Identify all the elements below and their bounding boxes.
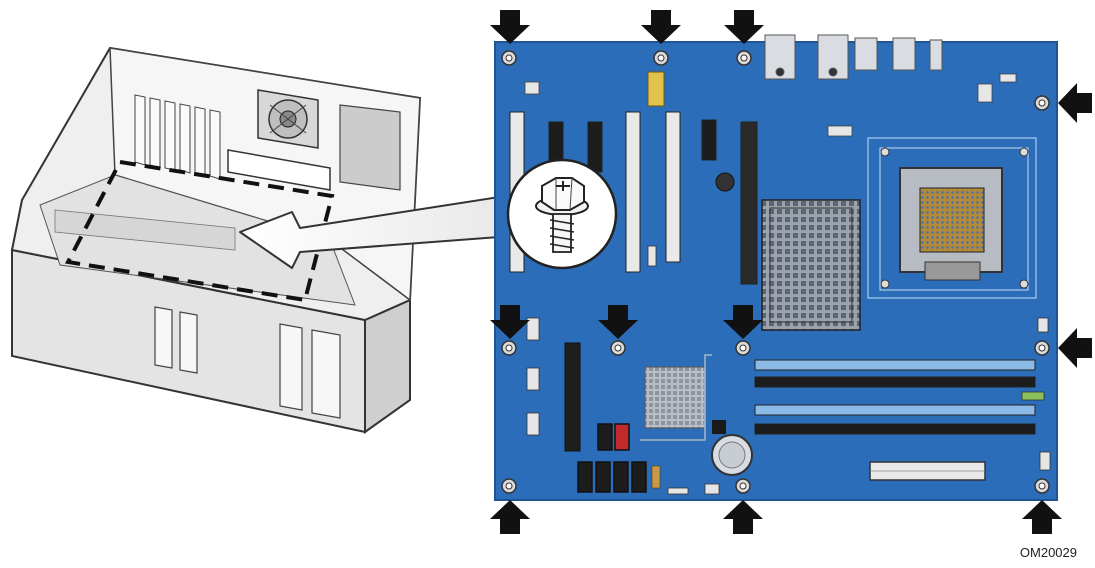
yellow-header [647,71,665,107]
arrow-up-icon [490,500,530,534]
ide-connector [564,342,581,452]
standoff-hole-icon [736,50,752,66]
arrow-down-icon [490,10,530,44]
sata-connectors [577,423,647,493]
standoff-hole-icon [1034,478,1050,494]
arrow-down-icon [723,305,763,339]
cmos-battery [711,434,753,476]
expansion-slot-covers [134,94,221,180]
standoff-hole-icon [1034,95,1050,111]
standoff-hole-icon [1034,340,1050,356]
atx-power-connector [869,461,986,481]
arrow-left-icon [1058,83,1092,123]
figure-id-label: OM20029 [1019,545,1077,560]
motherboard [494,34,1058,501]
front-panel-vents [154,306,341,419]
arrow-left-icon [1058,328,1092,368]
rear-io-ports [764,34,943,80]
pc-case [10,46,422,434]
standoff-hole-icon [501,340,517,356]
io-shield-opening [227,149,331,191]
drive-bay [339,104,401,191]
standoff-hole-icon [501,50,517,66]
standoff-hole-icon [610,340,626,356]
mounting-holes [501,50,1050,494]
screw-callout [506,158,618,270]
arrow-down-icon [724,10,764,44]
arrow-up-icon [1022,500,1062,534]
southbridge-chip [644,366,706,429]
chipset-heatsink [761,199,861,331]
install-direction-arrow [239,194,513,269]
dimm-slots [754,359,1036,435]
cpu-socket-area [867,137,1037,299]
mount-arrows [490,10,1092,534]
standoff-hole-icon [735,340,751,356]
rear-fan [257,89,319,149]
cpu-socket [919,187,985,253]
standoff-hole-icon [735,478,751,494]
case-side-panel [364,298,411,434]
standoff-hole-icon [653,50,669,66]
standoff-hole-icon [501,478,517,494]
arrow-up-icon [723,500,763,534]
screw-icon [535,177,589,253]
arrow-down-icon [598,305,638,339]
arrow-down-icon [490,305,530,339]
arrow-down-icon [641,10,681,44]
